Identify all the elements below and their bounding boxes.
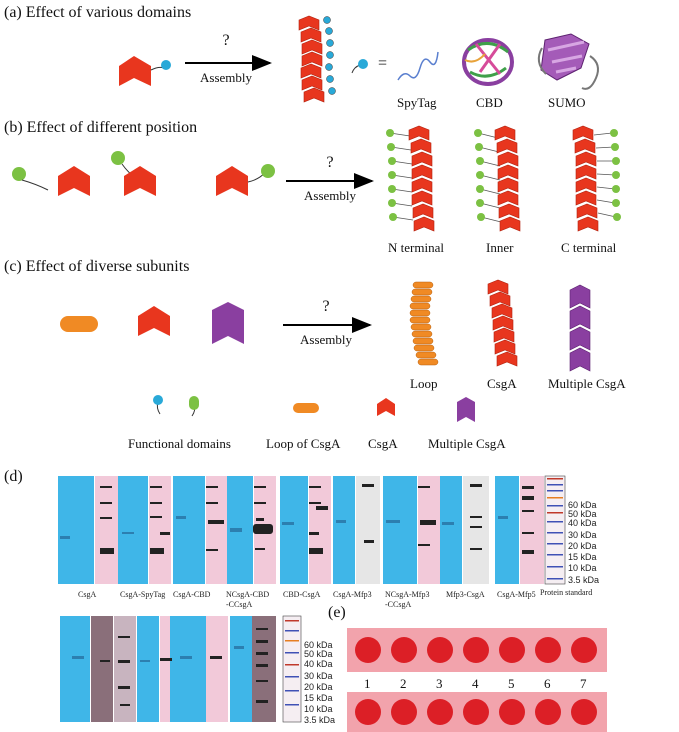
equals-sign: = — [378, 55, 388, 72]
lane-label-csga-mfp5: CsgA-Mfp5 — [497, 590, 536, 599]
legend-csga-icon — [377, 398, 395, 416]
lane-label-csga-cbd: CsgA-CBD — [173, 590, 211, 599]
csga-monomer-c — [138, 306, 170, 336]
marker2-15: 15 kDa — [304, 693, 333, 703]
multiple-csga-monomer — [212, 302, 244, 344]
panel-c-title: (c) Effect of diverse subunits — [4, 258, 190, 275]
legend-multiple-csga: Multiple CsgA — [428, 436, 506, 451]
marker2-60: 60 kDa — [304, 640, 333, 650]
panel-b-title: (b) Effect of different position — [4, 119, 198, 136]
sumo-structure — [537, 33, 599, 90]
legend-loop-icon — [293, 403, 319, 413]
fibril-a — [298, 15, 336, 103]
assembly-label-b: Assembly — [304, 188, 356, 203]
marker2-40: 40 kDa — [304, 659, 333, 669]
spytag-structure — [397, 51, 439, 81]
panel-d-title: (d) — [4, 468, 23, 485]
csga-monomer-a — [119, 56, 171, 86]
panel-e-title: (e) — [328, 604, 346, 621]
dot-number-1: 1 — [364, 676, 371, 691]
label-csga: CsgA — [487, 376, 517, 391]
marker-30: 30 kDa — [568, 530, 597, 540]
dot-number-3: 3 — [436, 676, 443, 691]
lane-label-csga-mfp3: CsgA-Mfp3 — [333, 590, 372, 599]
monomer-inner — [111, 151, 156, 196]
marker2-10: 10 kDa — [304, 704, 333, 714]
marker-3-5: 3.5 kDa — [568, 575, 600, 585]
label-inner: Inner — [486, 240, 514, 255]
marker-40: 40 kDa — [568, 518, 597, 528]
marker2-50: 50 kDa — [304, 649, 333, 659]
fibril-csga — [487, 279, 518, 367]
dot-number-4: 4 — [472, 676, 479, 691]
legend-functional-domains-icon — [153, 395, 199, 417]
monomer-n-terminal — [12, 166, 90, 196]
label-cbd: CBD — [476, 95, 503, 110]
question-mark-c: ? — [322, 298, 330, 315]
legend-csga: CsgA — [368, 436, 398, 451]
marker-60: 60 kDa — [568, 500, 597, 510]
marker-20: 20 kDa — [568, 541, 597, 551]
lane-label-protein-standard: Protein standard — [540, 588, 593, 597]
assembly-label-c: Assembly — [300, 332, 352, 347]
dot-number-7: 7 — [580, 676, 587, 691]
label-loop: Loop — [410, 376, 438, 391]
legend-functional-domains: Functional domains — [128, 436, 231, 451]
functional-domain-blue — [161, 60, 171, 70]
lane-label-csga-spytag: CsgA-SpyTag — [120, 590, 166, 599]
lane-label-ncsga-cbd-ccsga: NCsgA-CBD -CCsgA — [226, 590, 270, 609]
dot-number-6: 6 — [544, 676, 551, 691]
fibril-n-terminal — [386, 125, 435, 232]
question-mark-a: ? — [222, 32, 230, 49]
lane-label-ncsga-mfp3-ccsga: NCsgA-Mfp3 -CCsgA — [385, 590, 430, 609]
marker-15: 15 kDa — [568, 552, 597, 562]
assembly-label-a: Assembly — [200, 70, 252, 85]
fibril-inner — [474, 125, 521, 232]
question-mark-b: ? — [326, 154, 334, 171]
label-multiple-csga: Multiple CsgA — [548, 376, 626, 391]
label-n-terminal: N terminal — [388, 240, 444, 255]
marker2-30: 30 kDa — [304, 671, 333, 681]
marker-50: 50 kDa — [568, 509, 597, 519]
dot-number-2: 2 — [400, 676, 407, 691]
fibril-c-terminal — [572, 125, 621, 232]
marker2-20: 20 kDa — [304, 682, 333, 692]
marker2-3-5: 3.5 kDa — [304, 715, 336, 725]
loop-monomer — [60, 316, 98, 332]
lane-label-csga: CsgA — [78, 590, 97, 599]
marker-10: 10 kDa — [568, 563, 597, 573]
fibril-multiple-csga — [569, 284, 591, 372]
cbd-structure — [462, 38, 514, 86]
lane-label-cbd-csga: CBD-CsgA — [283, 590, 321, 599]
label-c-terminal: C terminal — [561, 240, 617, 255]
lane-label-mfp3-csga: Mfp3-CsgA — [446, 590, 485, 599]
legend-loop: Loop of CsgA — [266, 436, 341, 451]
panel-a-title: (a) Effect of various domains — [4, 4, 192, 21]
functional-domain-icon — [351, 59, 368, 74]
monomer-c-terminal — [216, 164, 275, 196]
label-sumo: SUMO — [548, 95, 586, 110]
legend-multiple-icon — [457, 397, 475, 422]
fibril-loop — [409, 281, 439, 366]
label-spytag: SpyTag — [397, 95, 437, 110]
dot-number-5: 5 — [508, 676, 515, 691]
